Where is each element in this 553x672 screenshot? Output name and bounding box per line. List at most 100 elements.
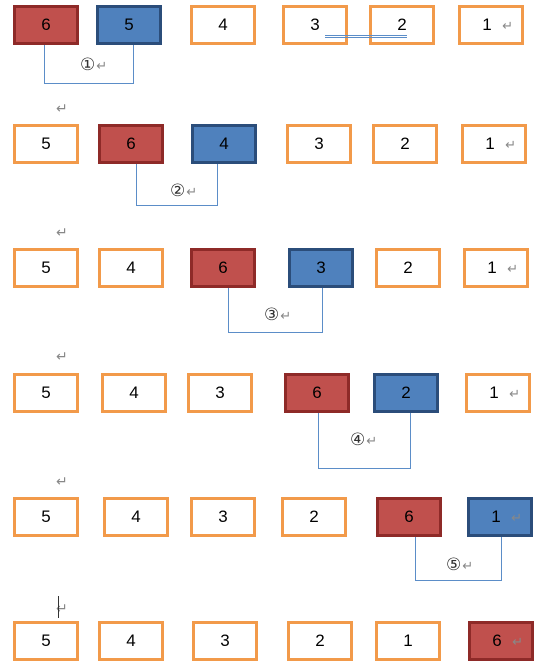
- box-label: 3: [310, 15, 320, 34]
- return-mark-icon: ↵: [502, 18, 513, 33]
- return-mark-icon: ↵: [505, 137, 516, 152]
- box-plain: 4: [103, 497, 169, 537]
- box-label: 2: [403, 258, 413, 277]
- step-number: ⑤: [446, 555, 462, 575]
- return-mark-icon: ↵: [509, 386, 520, 401]
- box-label: 6: [218, 258, 228, 277]
- paragraph-mark-icon: ↵: [56, 600, 68, 616]
- box-plain: 2: [281, 497, 347, 537]
- box-blue: 4: [191, 124, 257, 164]
- return-mark-icon: ↵: [280, 309, 292, 324]
- box-label: 4: [131, 507, 141, 526]
- box-label: 1: [487, 258, 497, 277]
- box-plain: 1↵: [465, 373, 531, 413]
- box-label: 2: [315, 631, 325, 650]
- step-number-label: ⑤↵: [446, 555, 473, 575]
- box-label: 4: [129, 383, 139, 402]
- box-label: 4: [219, 134, 229, 153]
- return-mark-icon: ↵: [366, 434, 378, 449]
- box-plain: 5: [13, 124, 79, 164]
- box-plain: 4: [98, 621, 164, 661]
- box-label: 3: [314, 134, 324, 153]
- box-red: 6: [376, 497, 442, 537]
- box-label: 6: [312, 383, 322, 402]
- box-plain: 1↵: [463, 248, 529, 288]
- box-plain: 3: [286, 124, 352, 164]
- return-mark-icon: ↵: [186, 185, 198, 200]
- comparison-bracket: [44, 45, 134, 84]
- box-label: 5: [41, 258, 51, 277]
- double-connector-line: [325, 35, 407, 38]
- box-label: 5: [124, 15, 134, 34]
- box-red: 6↵: [468, 621, 534, 661]
- return-mark-icon: ↵: [512, 634, 523, 649]
- box-label: 1: [403, 631, 413, 650]
- box-label: 1: [491, 507, 501, 526]
- box-label: 1: [485, 134, 495, 153]
- step-number: ④: [350, 430, 366, 450]
- comparison-bracket: [318, 413, 411, 469]
- box-label: 1: [489, 383, 499, 402]
- box-label: 5: [41, 134, 51, 153]
- box-plain: 4: [190, 5, 256, 45]
- box-plain: 5: [13, 497, 79, 537]
- box-label: 3: [218, 507, 228, 526]
- box-red: 6: [13, 5, 79, 45]
- box-plain: 3: [192, 621, 258, 661]
- box-plain: 4: [101, 373, 167, 413]
- box-red: 6: [98, 124, 164, 164]
- box-label: 6: [126, 134, 136, 153]
- box-label: 2: [397, 15, 407, 34]
- box-plain: 3: [190, 497, 256, 537]
- paragraph-mark-icon: ↵: [56, 473, 68, 489]
- box-label: 2: [401, 383, 411, 402]
- box-label: 4: [126, 631, 136, 650]
- box-plain: 2: [375, 248, 441, 288]
- comparison-bracket: [415, 537, 502, 581]
- box-label: 6: [492, 631, 502, 650]
- box-blue: 1↵: [467, 497, 533, 537]
- step-number-label: ①↵: [80, 55, 107, 75]
- comparison-bracket: [136, 164, 218, 206]
- box-label: 5: [41, 507, 51, 526]
- step-number-label: ③↵: [264, 305, 291, 325]
- box-red: 6: [190, 248, 256, 288]
- box-label: 3: [215, 383, 225, 402]
- box-label: 3: [316, 258, 326, 277]
- text-cursor: [58, 596, 59, 618]
- box-plain: 3: [187, 373, 253, 413]
- step-number-label: ④↵: [350, 430, 377, 450]
- box-plain: 5: [13, 248, 79, 288]
- step-number: ②: [170, 181, 186, 201]
- paragraph-mark-icon: ↵: [56, 100, 68, 116]
- step-number-label: ②↵: [170, 181, 197, 201]
- return-mark-icon: ↵: [511, 510, 522, 525]
- box-blue: 3: [288, 248, 354, 288]
- paragraph-mark-icon: ↵: [56, 224, 68, 240]
- box-plain: 4: [98, 248, 164, 288]
- box-label: 1: [482, 15, 492, 34]
- return-mark-icon: ↵: [507, 261, 518, 276]
- box-label: 5: [41, 383, 51, 402]
- box-label: 4: [126, 258, 136, 277]
- box-plain: 2: [369, 5, 435, 45]
- box-label: 2: [400, 134, 410, 153]
- box-label: 5: [41, 631, 51, 650]
- box-plain: 5: [13, 621, 79, 661]
- box-blue: 2: [373, 373, 439, 413]
- box-plain: 1↵: [458, 5, 524, 45]
- box-plain: 5: [13, 373, 79, 413]
- comparison-bracket: [228, 288, 323, 333]
- step-number: ③: [264, 305, 280, 325]
- box-plain: 1: [375, 621, 441, 661]
- return-mark-icon: ↵: [96, 59, 108, 74]
- box-blue: 5: [96, 5, 162, 45]
- box-red: 6: [284, 373, 350, 413]
- box-label: 3: [220, 631, 230, 650]
- box-plain: 1↵: [461, 124, 527, 164]
- box-plain: 2: [287, 621, 353, 661]
- box-label: 6: [41, 15, 51, 34]
- box-label: 2: [309, 507, 319, 526]
- return-mark-icon: ↵: [462, 559, 474, 574]
